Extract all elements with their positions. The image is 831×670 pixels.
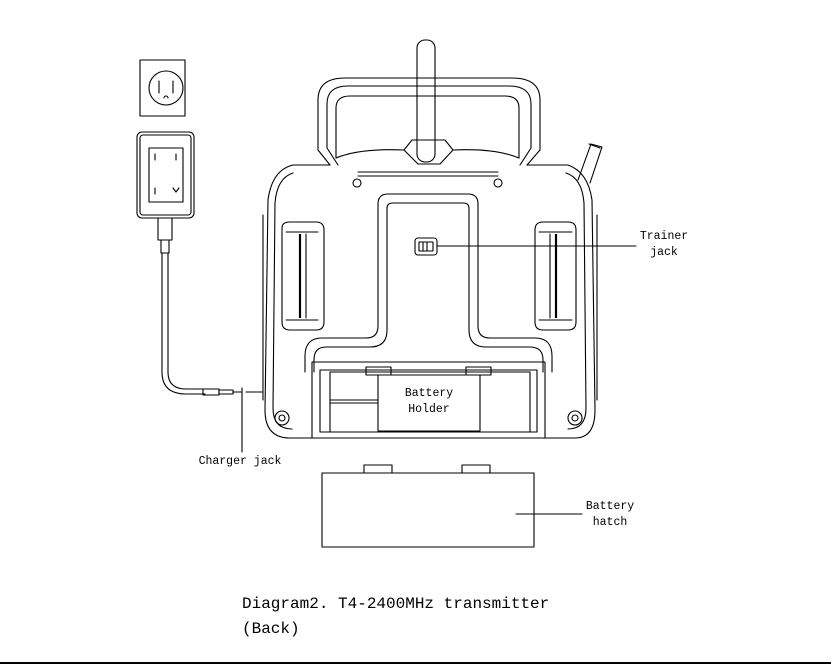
toggle-switch (578, 144, 602, 183)
battery-holder-label-line1: Battery (378, 386, 480, 402)
battery-hatch-label-line1: Battery (578, 499, 642, 515)
charger-jack-port (242, 388, 262, 452)
charger-adapter (137, 132, 194, 253)
trainer-jack-label-line1: Trainer (632, 229, 696, 245)
battery-hatch-label-line2: hatch (578, 515, 642, 531)
antenna (417, 40, 435, 162)
carry-handle (318, 78, 540, 187)
battery-hatch (322, 465, 582, 547)
battery-holder-label-line2: Holder (378, 402, 480, 418)
caption-line1: Diagram2. T4-2400MHz transmitter (242, 592, 549, 617)
left-grip (282, 222, 324, 330)
caption-line2: (Back) (242, 617, 549, 642)
charger-jack-label: Charger jack (190, 454, 290, 470)
battery-hatch-label: Battery hatch (578, 499, 642, 531)
trainer-jack-label-line2: jack (632, 245, 696, 261)
right-grip (535, 222, 576, 330)
wall-outlet (140, 60, 185, 116)
trainer-jack-label: Trainer jack (632, 229, 696, 261)
trainer-jack (415, 238, 636, 255)
diagram-caption: Diagram2. T4-2400MHz transmitter (Back) (242, 592, 549, 642)
charger-cable (162, 253, 242, 395)
battery-holder-label: Battery Holder (378, 386, 480, 418)
center-recess (305, 194, 552, 372)
